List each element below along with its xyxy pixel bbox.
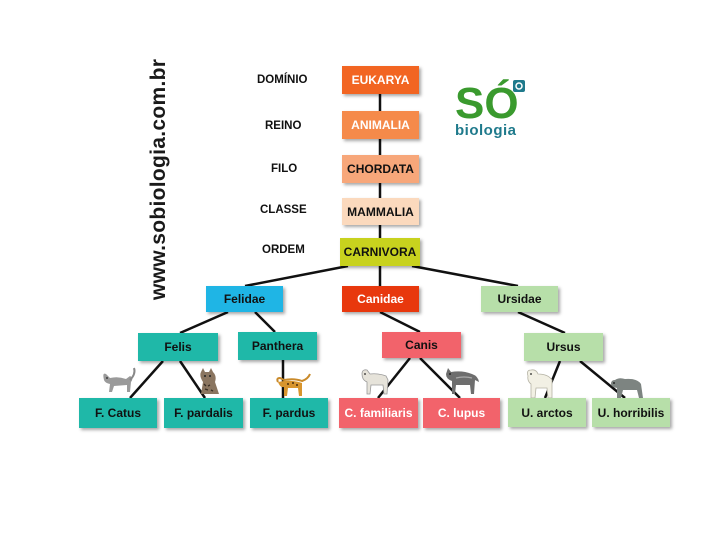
species-c-lupus: C. lupus — [423, 398, 500, 428]
taxon-chordata: CHORDATA — [342, 155, 419, 183]
connector-felis-catus — [129, 360, 164, 399]
taxon-animalia: ANIMALIA — [342, 111, 419, 139]
logo-mark-icon: SÓ — [455, 78, 525, 128]
family-felidae: Felidae — [206, 286, 283, 312]
taxon-eukarya: EUKARYA — [342, 66, 419, 94]
taxon-carnivora: CARNIVORA — [340, 238, 420, 266]
species-f-pardus: F. pardus — [250, 398, 328, 428]
grizzly-bear-icon — [611, 378, 643, 398]
species-f-catus: F. Catus — [79, 398, 157, 428]
genus-ursus: Ursus — [524, 333, 603, 361]
ocelot-icon — [200, 368, 219, 394]
dog-icon — [361, 369, 389, 395]
genus-panthera: Panthera — [238, 332, 317, 360]
family-canidae: Canidae — [342, 286, 419, 312]
connector-carnivora-ursidae — [411, 264, 519, 288]
species-f-pardalis: F. pardalis — [164, 398, 243, 428]
svg-text:SÓ: SÓ — [455, 78, 519, 124]
cat-icon — [103, 367, 136, 392]
genus-felis: Felis — [138, 333, 218, 361]
connector-carnivora-felidae — [244, 264, 349, 288]
connector-felidae-panthera — [254, 311, 276, 333]
species-c-familiaris: C. familiaris — [339, 398, 418, 428]
rank-label-reino: REINO — [265, 120, 302, 132]
species-u-horribilis: U. horribilis — [592, 398, 670, 427]
rank-label-filo: FILO — [271, 163, 298, 175]
species-u-arctos: U. arctos — [508, 398, 586, 427]
so-biologia-logo: SÓ biologia — [455, 78, 530, 140]
taxon-mammalia: MAMMALIA — [342, 198, 419, 225]
rank-label-classe: CLASSE — [260, 204, 307, 216]
rank-label-dominio: DOMÍNIO — [257, 74, 308, 86]
family-ursidae: Ursidae — [481, 286, 558, 312]
genus-canis: Canis — [382, 332, 461, 358]
wolf-icon — [446, 368, 479, 394]
polar-bear-icon — [527, 369, 553, 399]
leopard-icon — [276, 373, 311, 396]
connector-canidae-canis — [379, 310, 421, 334]
connector-ursidae-ursus — [517, 310, 566, 335]
website-watermark: www.sobiologia.com.br — [147, 58, 170, 300]
connector-felidae-felis — [179, 310, 229, 335]
logo-text: biologia — [455, 122, 517, 139]
rank-label-ordem: ORDEM — [262, 244, 305, 256]
connector-felis-pardalis — [178, 360, 207, 399]
